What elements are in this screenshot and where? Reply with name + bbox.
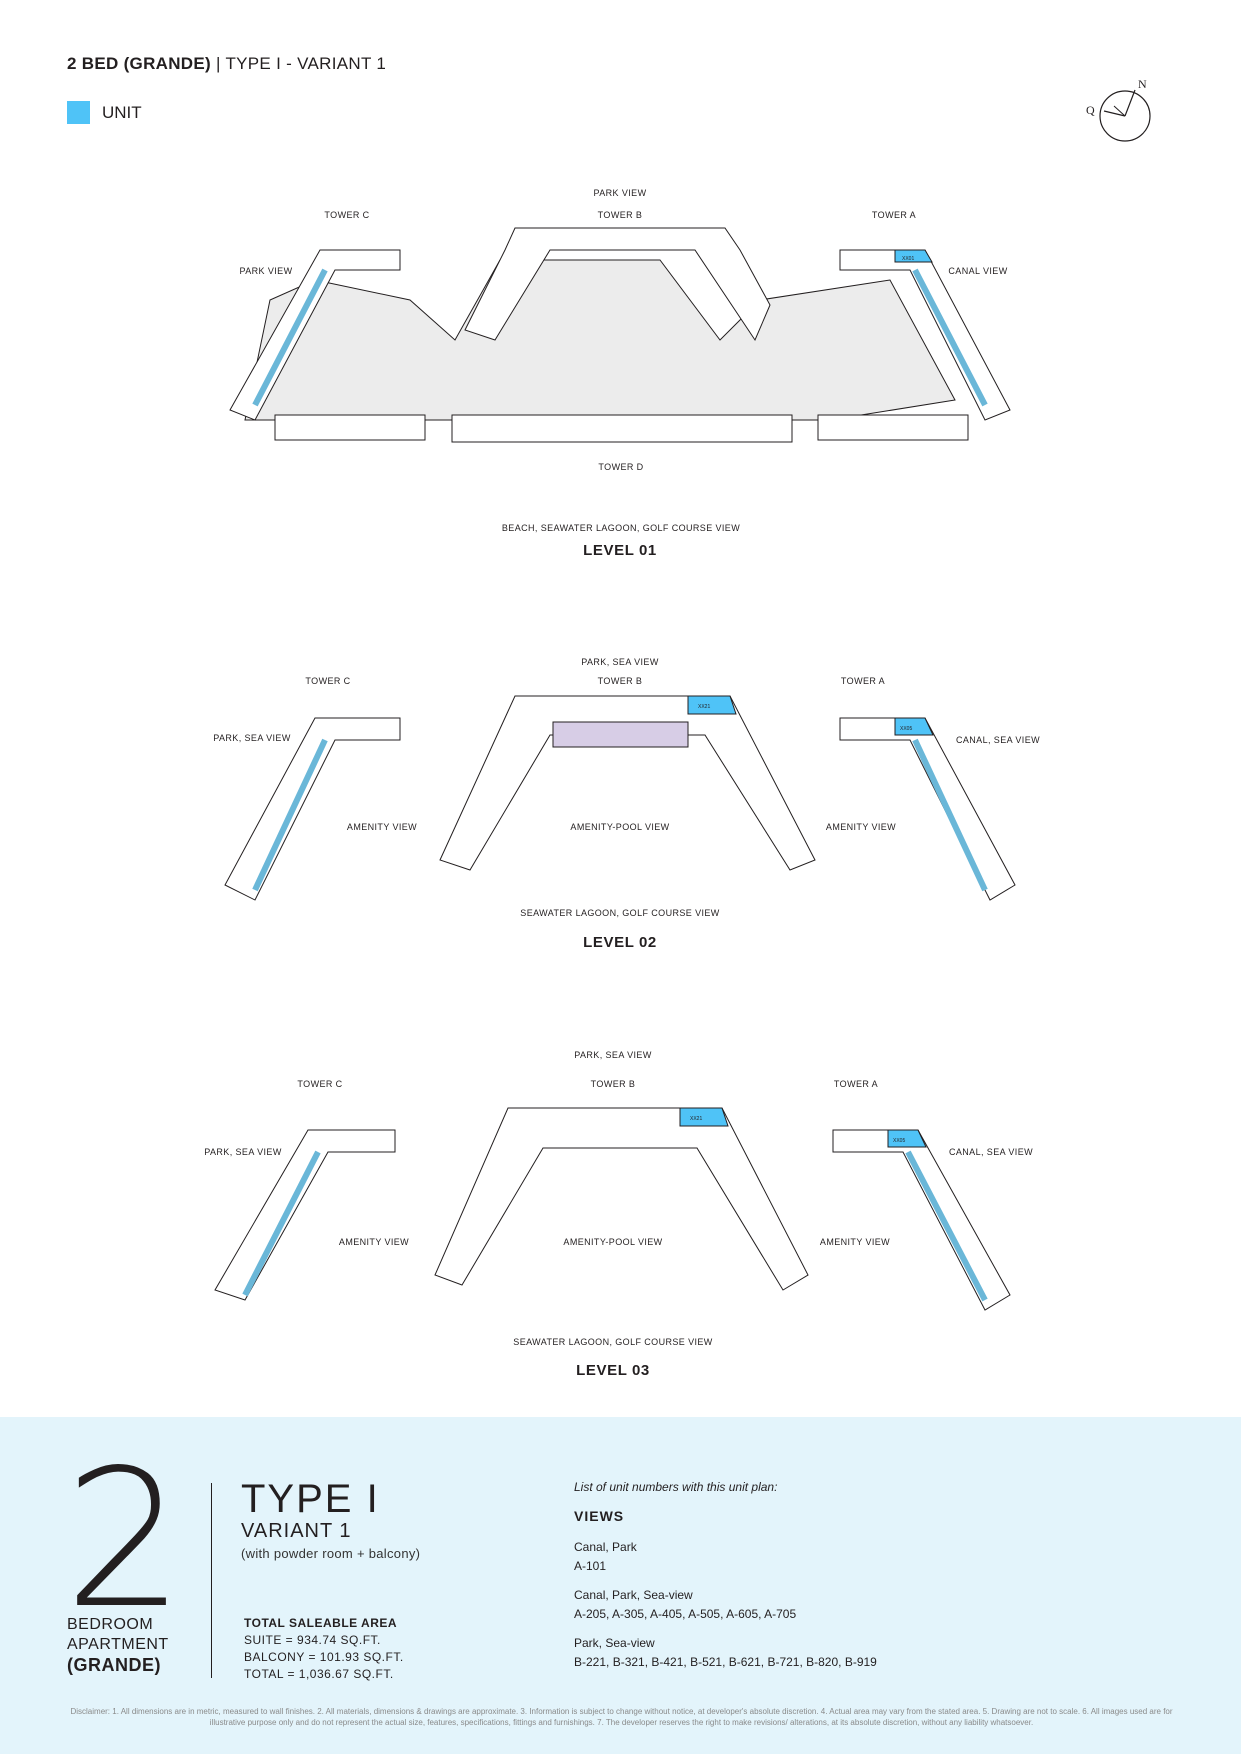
compass-icon: N Q xyxy=(1086,77,1151,142)
l2-left-view: PARK, SEA VIEW xyxy=(213,733,291,743)
l3-right-view: CANAL, SEA VIEW xyxy=(948,1147,1034,1157)
level-01-floorplan: XX01 xyxy=(229,227,1011,443)
l3-unit-highlight-a: XX05 xyxy=(893,1138,905,1144)
level-02-floorplan: XX21 XX05 xyxy=(224,695,1016,901)
l3-unit-highlight-b: XX21 xyxy=(690,1116,702,1122)
l2-top-view: PARK, SEA VIEW xyxy=(581,657,659,667)
l1-bottom-view: BEACH, SEAWATER LAGOON, GOLF COURSE VIEW xyxy=(501,523,741,533)
l2-amenity-left: AMENITY VIEW xyxy=(346,822,418,832)
l3-amenity-right: AMENITY VIEW xyxy=(819,1237,891,1247)
compass-q: Q xyxy=(1086,103,1095,117)
l2-amenity-right: AMENITY VIEW xyxy=(825,822,897,832)
l2-tower-c: TOWER C xyxy=(305,676,351,686)
l3-top-view: PARK, SEA VIEW xyxy=(574,1050,652,1060)
l1-level-title: LEVEL 01 xyxy=(583,542,657,559)
unit-variant: VARIANT 1 xyxy=(241,1520,352,1542)
legend: UNIT xyxy=(67,101,142,124)
unit-swatch xyxy=(67,101,90,124)
l1-tower-d: TOWER D xyxy=(598,462,644,472)
bedroom-count: 2 xyxy=(64,1429,185,1650)
l2-bottom-view: SEAWATER LAGOON, GOLF COURSE VIEW xyxy=(520,908,720,918)
l3-tower-a: TOWER A xyxy=(833,1079,879,1089)
l1-tower-b: TOWER B xyxy=(597,210,643,220)
bedroom-label: BEDROOM APARTMENT (GRANDE) xyxy=(67,1616,169,1675)
l1-left-view: PARK VIEW xyxy=(239,266,293,276)
info-panel xyxy=(0,1417,1241,1754)
compass-n: N xyxy=(1138,77,1147,91)
l2-tower-a: TOWER A xyxy=(840,676,886,686)
legend-label: UNIT xyxy=(102,102,142,122)
unit-type: TYPE I xyxy=(241,1477,380,1521)
l1-unit-highlight: XX01 xyxy=(902,256,914,262)
l3-level-title: LEVEL 03 xyxy=(576,1362,650,1379)
l1-tower-a: TOWER A xyxy=(871,210,917,220)
page-title: 2 BED (GRANDE) | TYPE I - VARIANT 1 xyxy=(67,54,387,73)
l2-unit-highlight-a: XX05 xyxy=(900,726,912,732)
l2-amenity-pool: AMENITY-POOL VIEW xyxy=(570,822,670,832)
l3-left-view: PARK, SEA VIEW xyxy=(204,1147,282,1157)
l3-amenity-pool: AMENITY-POOL VIEW xyxy=(563,1237,663,1247)
unit-features: (with powder room + balcony) xyxy=(241,1546,421,1561)
disclaimer: Disclaimer: 1. All dimensions are in met… xyxy=(70,1707,1173,1727)
l2-tower-b: TOWER B xyxy=(597,676,643,686)
l1-right-view: CANAL VIEW xyxy=(948,266,1008,276)
l2-right-view: CANAL, SEA VIEW xyxy=(955,735,1041,745)
unit-list: List of unit numbers with this unit plan… xyxy=(574,1480,877,1669)
l1-top-view: PARK VIEW xyxy=(593,188,647,198)
l3-tower-b: TOWER B xyxy=(590,1079,636,1089)
l2-level-title: LEVEL 02 xyxy=(583,934,657,951)
l3-bottom-view: SEAWATER LAGOON, GOLF COURSE VIEW xyxy=(513,1337,713,1347)
divider xyxy=(211,1483,212,1678)
l1-tower-c: TOWER C xyxy=(324,210,370,220)
level-03-floorplan: XX21 XX05 xyxy=(214,1107,1011,1311)
l3-amenity-left: AMENITY VIEW xyxy=(338,1237,410,1247)
saleable-area: TOTAL SALEABLE AREA SUITE = 934.74 SQ.FT… xyxy=(244,1616,404,1681)
l3-tower-c: TOWER C xyxy=(297,1079,343,1089)
l2-unit-highlight-b: XX21 xyxy=(698,704,710,710)
